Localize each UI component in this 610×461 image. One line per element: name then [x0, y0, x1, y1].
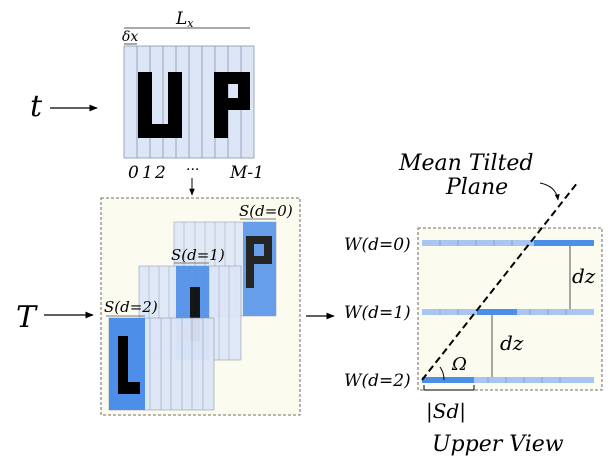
strip-s-d2 [108, 317, 215, 411]
plane-pointer-arrow [539, 182, 560, 201]
sd-label: |Sd| [426, 399, 466, 424]
tick-0: 0 [128, 163, 139, 183]
dz-bottom-label: dz [500, 331, 524, 355]
letter-p [214, 72, 250, 138]
tick-1: 1 [142, 163, 153, 183]
sd-bracket [423, 385, 475, 391]
strip-w-d2 [422, 377, 594, 383]
t-label: t [30, 89, 43, 124]
s-d2-label: S(d=2) [104, 298, 158, 316]
w-d2-label: W(d=2) [344, 371, 411, 391]
s-d0-label: S(d=0) [239, 202, 293, 220]
upper-view-label: Upper View [432, 432, 564, 457]
strip-w-d1 [422, 309, 594, 315]
w-d1-label: W(d=1) [344, 303, 411, 323]
mean-tilted-label: Mean Tilted [398, 151, 534, 176]
letter-u [138, 72, 182, 138]
tick-m-1: M-1 [229, 163, 264, 183]
dz-top-label: dz [572, 264, 596, 288]
s-d1-label: S(d=1) [171, 246, 225, 264]
w-d0-label: W(d=0) [344, 235, 411, 255]
tick-2: 2 [154, 163, 166, 183]
image-t [123, 27, 255, 159]
mean-tilted-plane-line [421, 181, 579, 381]
omega-arc [439, 366, 445, 381]
omega-label: Ω [451, 354, 467, 375]
plane-label: Plane [445, 175, 508, 200]
tick-ellipsis: ... [186, 158, 199, 174]
strip-w-d0 [422, 240, 594, 246]
lx-label: Lx [175, 9, 194, 30]
T-label: T [16, 300, 38, 335]
dx-label: δx [122, 29, 138, 45]
